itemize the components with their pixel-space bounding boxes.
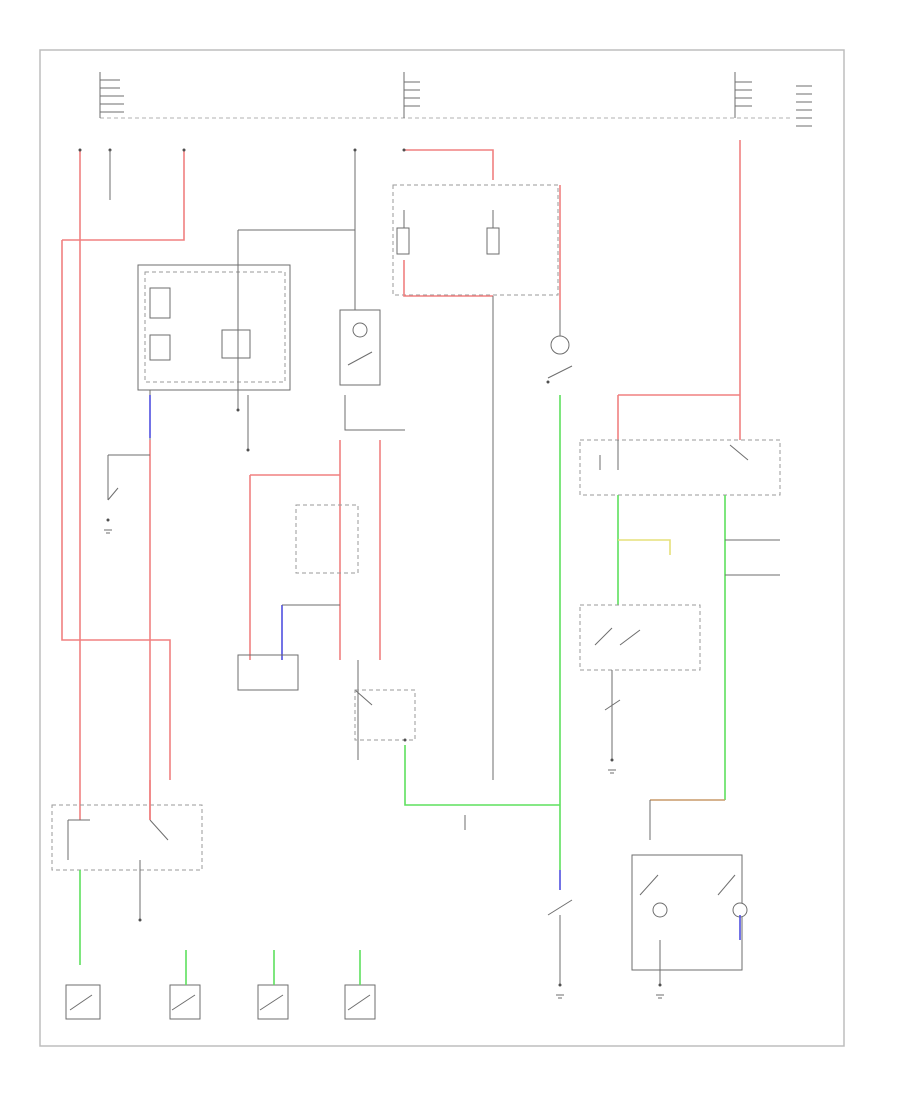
centre-right-indicator: [404, 310, 573, 987]
right-switch-area: [579, 495, 780, 800]
centre-relays: [392, 148, 561, 780]
centre-column: [237, 148, 416, 760]
ground-symbols: [104, 529, 664, 999]
top-fuse-area: [99, 72, 812, 127]
bottom-right-door-switches: [631, 799, 748, 987]
left-red-feeds: [61, 148, 186, 820]
left-door-switches: [106, 454, 150, 522]
diagram-frame: [39, 49, 845, 1047]
bottom-switch-row: [65, 950, 376, 1020]
right-red-feed: [579, 140, 781, 496]
combination-meter-module: [137, 229, 355, 452]
bottom-left-relay: [51, 780, 203, 965]
